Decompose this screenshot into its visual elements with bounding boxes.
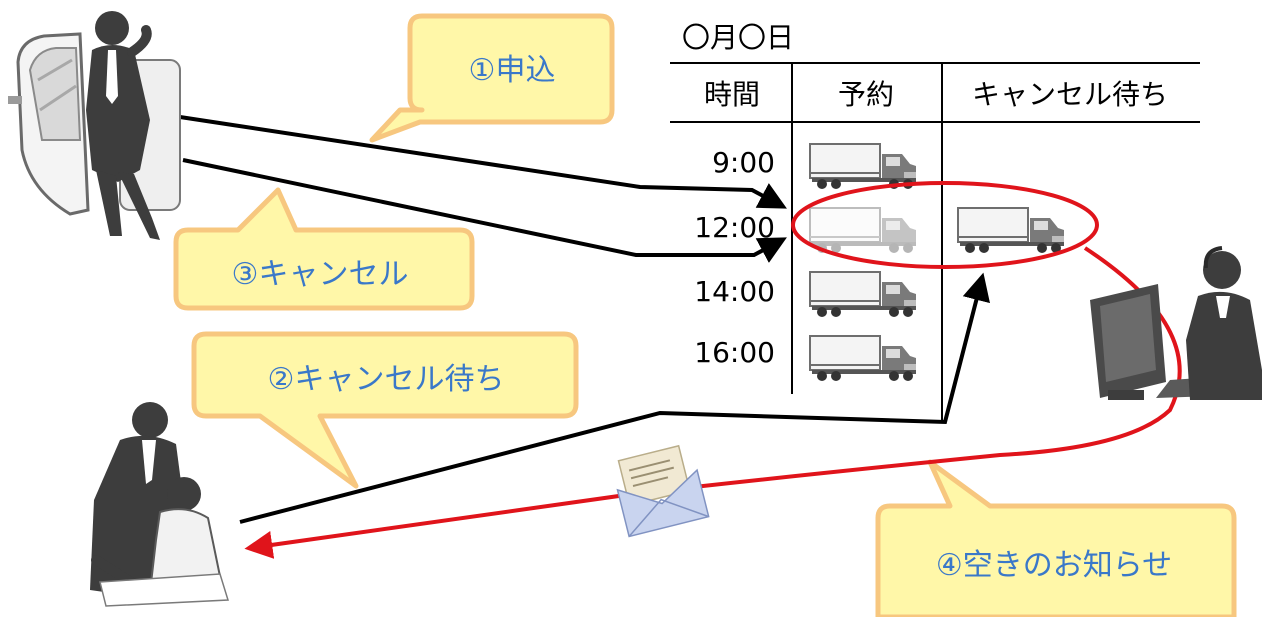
office-workers-icon xyxy=(90,402,230,607)
notify-arrow xyxy=(244,246,1182,559)
row-time-1: 12:00 xyxy=(694,211,775,244)
step-cancel-label: ③キャンセル xyxy=(232,257,409,292)
bubble-notify: ④空きのお知らせ xyxy=(875,459,1237,617)
businessman-phone-car-icon xyxy=(8,11,181,240)
row-time-0: 9:00 xyxy=(712,146,775,179)
step-notify-label: ④空きのお知らせ xyxy=(936,548,1172,583)
truck-icon-12-waitlist xyxy=(957,207,1065,254)
apply-arrow xyxy=(179,115,787,209)
step-waitlist-label: ②キャンセル待ち xyxy=(268,362,505,397)
waitlist-arrow xyxy=(239,272,990,524)
truck-icon-16 xyxy=(809,335,917,382)
vacancy-highlight-ellipse xyxy=(791,181,1099,269)
bubble-apply: ①申込 xyxy=(369,13,615,143)
truck-icon-12-cancelled xyxy=(809,207,917,254)
operator-headset-computer-icon xyxy=(1090,246,1262,400)
header-reservation: 予約 xyxy=(838,78,894,111)
date-title: 〇月〇日 xyxy=(682,21,794,54)
cancel-arrow xyxy=(182,158,787,263)
header-waitlist: キャンセル待ち xyxy=(972,78,1168,111)
bubble-cancel: ③キャンセル xyxy=(173,187,475,311)
truck-icon-9 xyxy=(809,143,917,190)
envelope-letter-icon xyxy=(616,444,710,538)
row-time-2: 14:00 xyxy=(694,275,775,308)
bubble-waitlist: ②キャンセル待ち xyxy=(191,331,579,489)
step-apply-label: ①申込 xyxy=(469,53,556,88)
truck-icon-14 xyxy=(809,271,917,318)
row-time-3: 16:00 xyxy=(694,336,775,369)
header-time: 時間 xyxy=(704,78,760,111)
